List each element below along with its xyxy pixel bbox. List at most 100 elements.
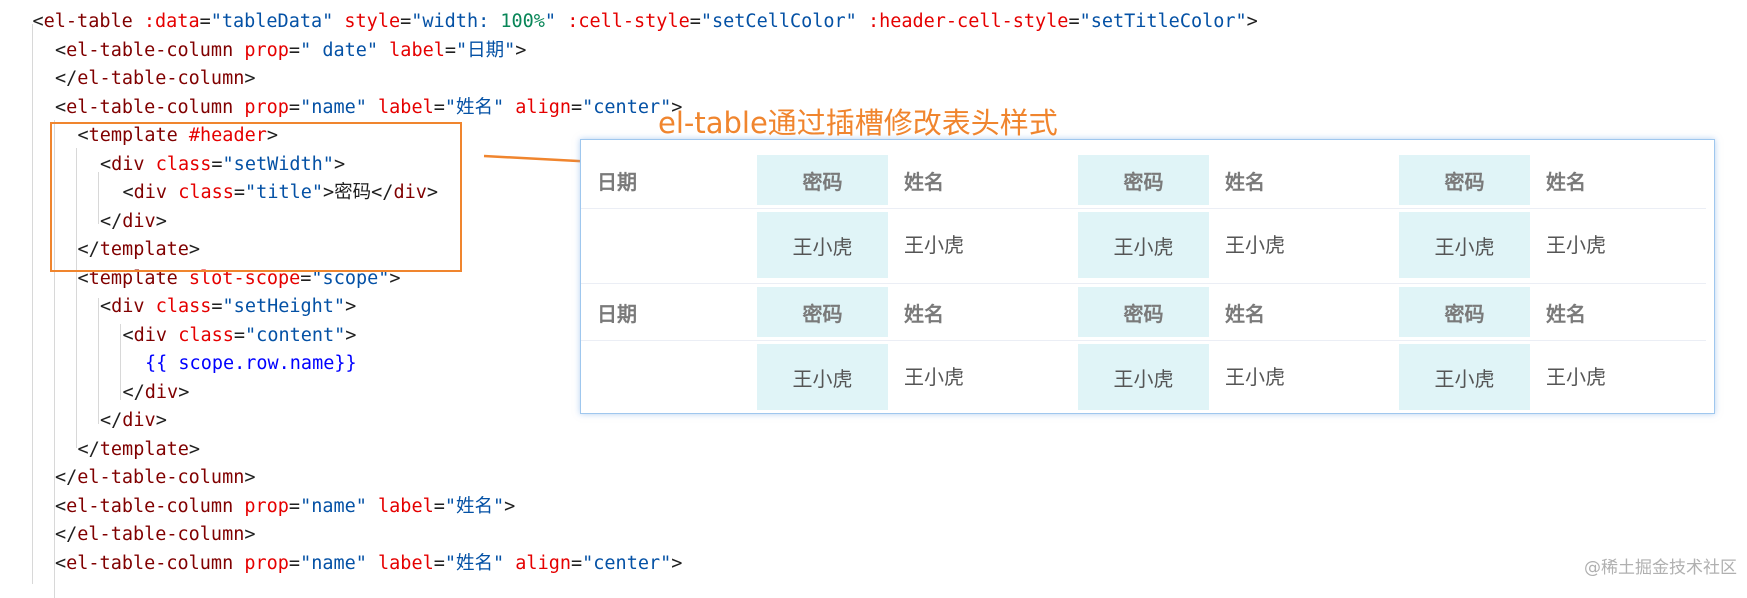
code-line: <el-table-column prop=" date" label="日期"… — [55, 37, 526, 65]
code-token: el-table-column — [77, 524, 245, 545]
code-token: "content" — [245, 324, 346, 346]
code-token: = — [689, 11, 701, 32]
code-token: < — [77, 267, 89, 289]
code-token: "姓名" — [444, 552, 505, 574]
code-token: "center" — [582, 96, 672, 118]
body-cell-password: 王小虎 — [757, 344, 888, 410]
code-token: > — [244, 467, 256, 488]
body-cell-password: 王小虎 — [1399, 212, 1530, 278]
code-token: < — [100, 153, 112, 175]
code-token: > — [188, 239, 201, 260]
code-token: = — [400, 11, 412, 32]
indent-guide — [76, 148, 77, 286]
code-token: :header-cell-style — [867, 11, 1069, 32]
header-cell-name: 姓名 — [1546, 169, 1586, 194]
body-cell-name: 王小虎 — [904, 232, 964, 257]
code-line: {{ scope.row.name}} — [145, 350, 357, 378]
indent-guide — [98, 298, 99, 424]
header-cell-password: 密码 — [1399, 155, 1530, 205]
code-token: class — [178, 182, 234, 203]
code-token: = — [211, 296, 223, 317]
code-token: > — [504, 495, 516, 517]
code-token: 100% — [500, 11, 545, 32]
code-token: = — [199, 11, 211, 32]
code-token: < — [55, 552, 67, 574]
code-token: prop — [244, 39, 289, 61]
code-token: style — [344, 11, 401, 32]
code-token: = — [233, 324, 246, 346]
code-token: </ — [55, 68, 78, 89]
code-token: label — [378, 495, 434, 517]
code-token: >密码</ — [323, 182, 394, 203]
header-cell-name: 姓名 — [1225, 169, 1265, 194]
code-token: > — [345, 296, 357, 317]
code-token: = — [571, 552, 583, 574]
code-line: <div class="setHeight"> — [100, 293, 356, 321]
code-token: el-table-column — [66, 495, 234, 517]
header-cell-date: 日期 — [597, 301, 637, 326]
code-token: prop — [244, 552, 289, 574]
code-line: <el-table-column prop="name" label="姓名" … — [55, 94, 682, 122]
code-token: slot-scope — [188, 267, 301, 289]
code-token: = — [288, 552, 301, 574]
code-token: prop — [244, 96, 289, 118]
body-cell-password: 王小虎 — [1078, 344, 1209, 410]
code-token: "setHeight" — [222, 296, 346, 317]
code-token: > — [155, 410, 167, 431]
code-line: <template slot-scope="scope"> — [78, 265, 401, 293]
code-token: = — [233, 182, 246, 203]
code-token: "title" — [245, 182, 324, 203]
indent-guide — [120, 324, 121, 400]
code-token: </ — [100, 410, 123, 431]
code-token: template — [88, 125, 178, 146]
header-cell-name: 姓名 — [904, 169, 944, 194]
code-line: </div> — [100, 208, 167, 236]
code-token: class — [178, 324, 234, 346]
code-line: <el-table-column prop="name" label="姓名" … — [55, 550, 682, 578]
code-token: > — [1246, 11, 1258, 32]
code-token: < — [55, 39, 67, 61]
code-token: = — [433, 495, 445, 517]
body-cell-password: 王小虎 — [757, 212, 888, 278]
code-token: el-table-column — [77, 68, 245, 89]
code-token: > — [244, 524, 256, 545]
body-cell-name: 王小虎 — [1225, 232, 1285, 257]
code-token: class — [155, 296, 212, 317]
code-token: < — [122, 182, 134, 203]
code-token: "setWidth" — [222, 153, 334, 175]
header-cell-name: 姓名 — [904, 301, 944, 326]
code-token: "姓名" — [444, 96, 505, 118]
code-token: > — [426, 182, 438, 203]
header-cell-password: 密码 — [1078, 155, 1209, 205]
annotation-title: el-table通过插槽修改表头样式 — [658, 106, 1058, 140]
table-row-divider — [581, 340, 1706, 341]
code-token: "name" — [300, 495, 367, 517]
body-cell-name: 王小虎 — [904, 364, 964, 389]
code-token: div — [144, 381, 179, 403]
code-token: el-table-column — [66, 96, 234, 118]
table-row-divider — [581, 283, 1706, 284]
header-cell-password: 密码 — [1399, 287, 1530, 337]
header-cell-password: 密码 — [1078, 287, 1209, 337]
body-cell-date — [581, 212, 751, 278]
header-cell-name: 姓名 — [1546, 301, 1586, 326]
code-token: div — [122, 210, 156, 232]
watermark: @稀土掘金技术社区 — [1584, 558, 1737, 578]
code-line: <template #header> — [78, 122, 279, 150]
indent-guide — [54, 120, 55, 598]
body-cell-name: 王小虎 — [1546, 364, 1606, 389]
body-cell-name: 王小虎 — [1546, 232, 1606, 257]
code-line: </div> — [100, 407, 167, 435]
code-token: el-table — [43, 11, 133, 32]
code-token: = — [288, 495, 301, 517]
indent-guide — [76, 270, 77, 448]
header-cell-password: 密码 — [757, 287, 888, 337]
code-token: > — [515, 39, 527, 61]
code-line: </el-table-column> — [55, 65, 256, 93]
code-line: </template> — [78, 436, 201, 464]
body-cell-date — [581, 344, 751, 410]
code-token: label — [389, 39, 445, 61]
code-token: label — [378, 96, 434, 118]
body-cell-name: 王小虎 — [1225, 364, 1285, 389]
code-token: "setCellColor" — [700, 11, 857, 32]
